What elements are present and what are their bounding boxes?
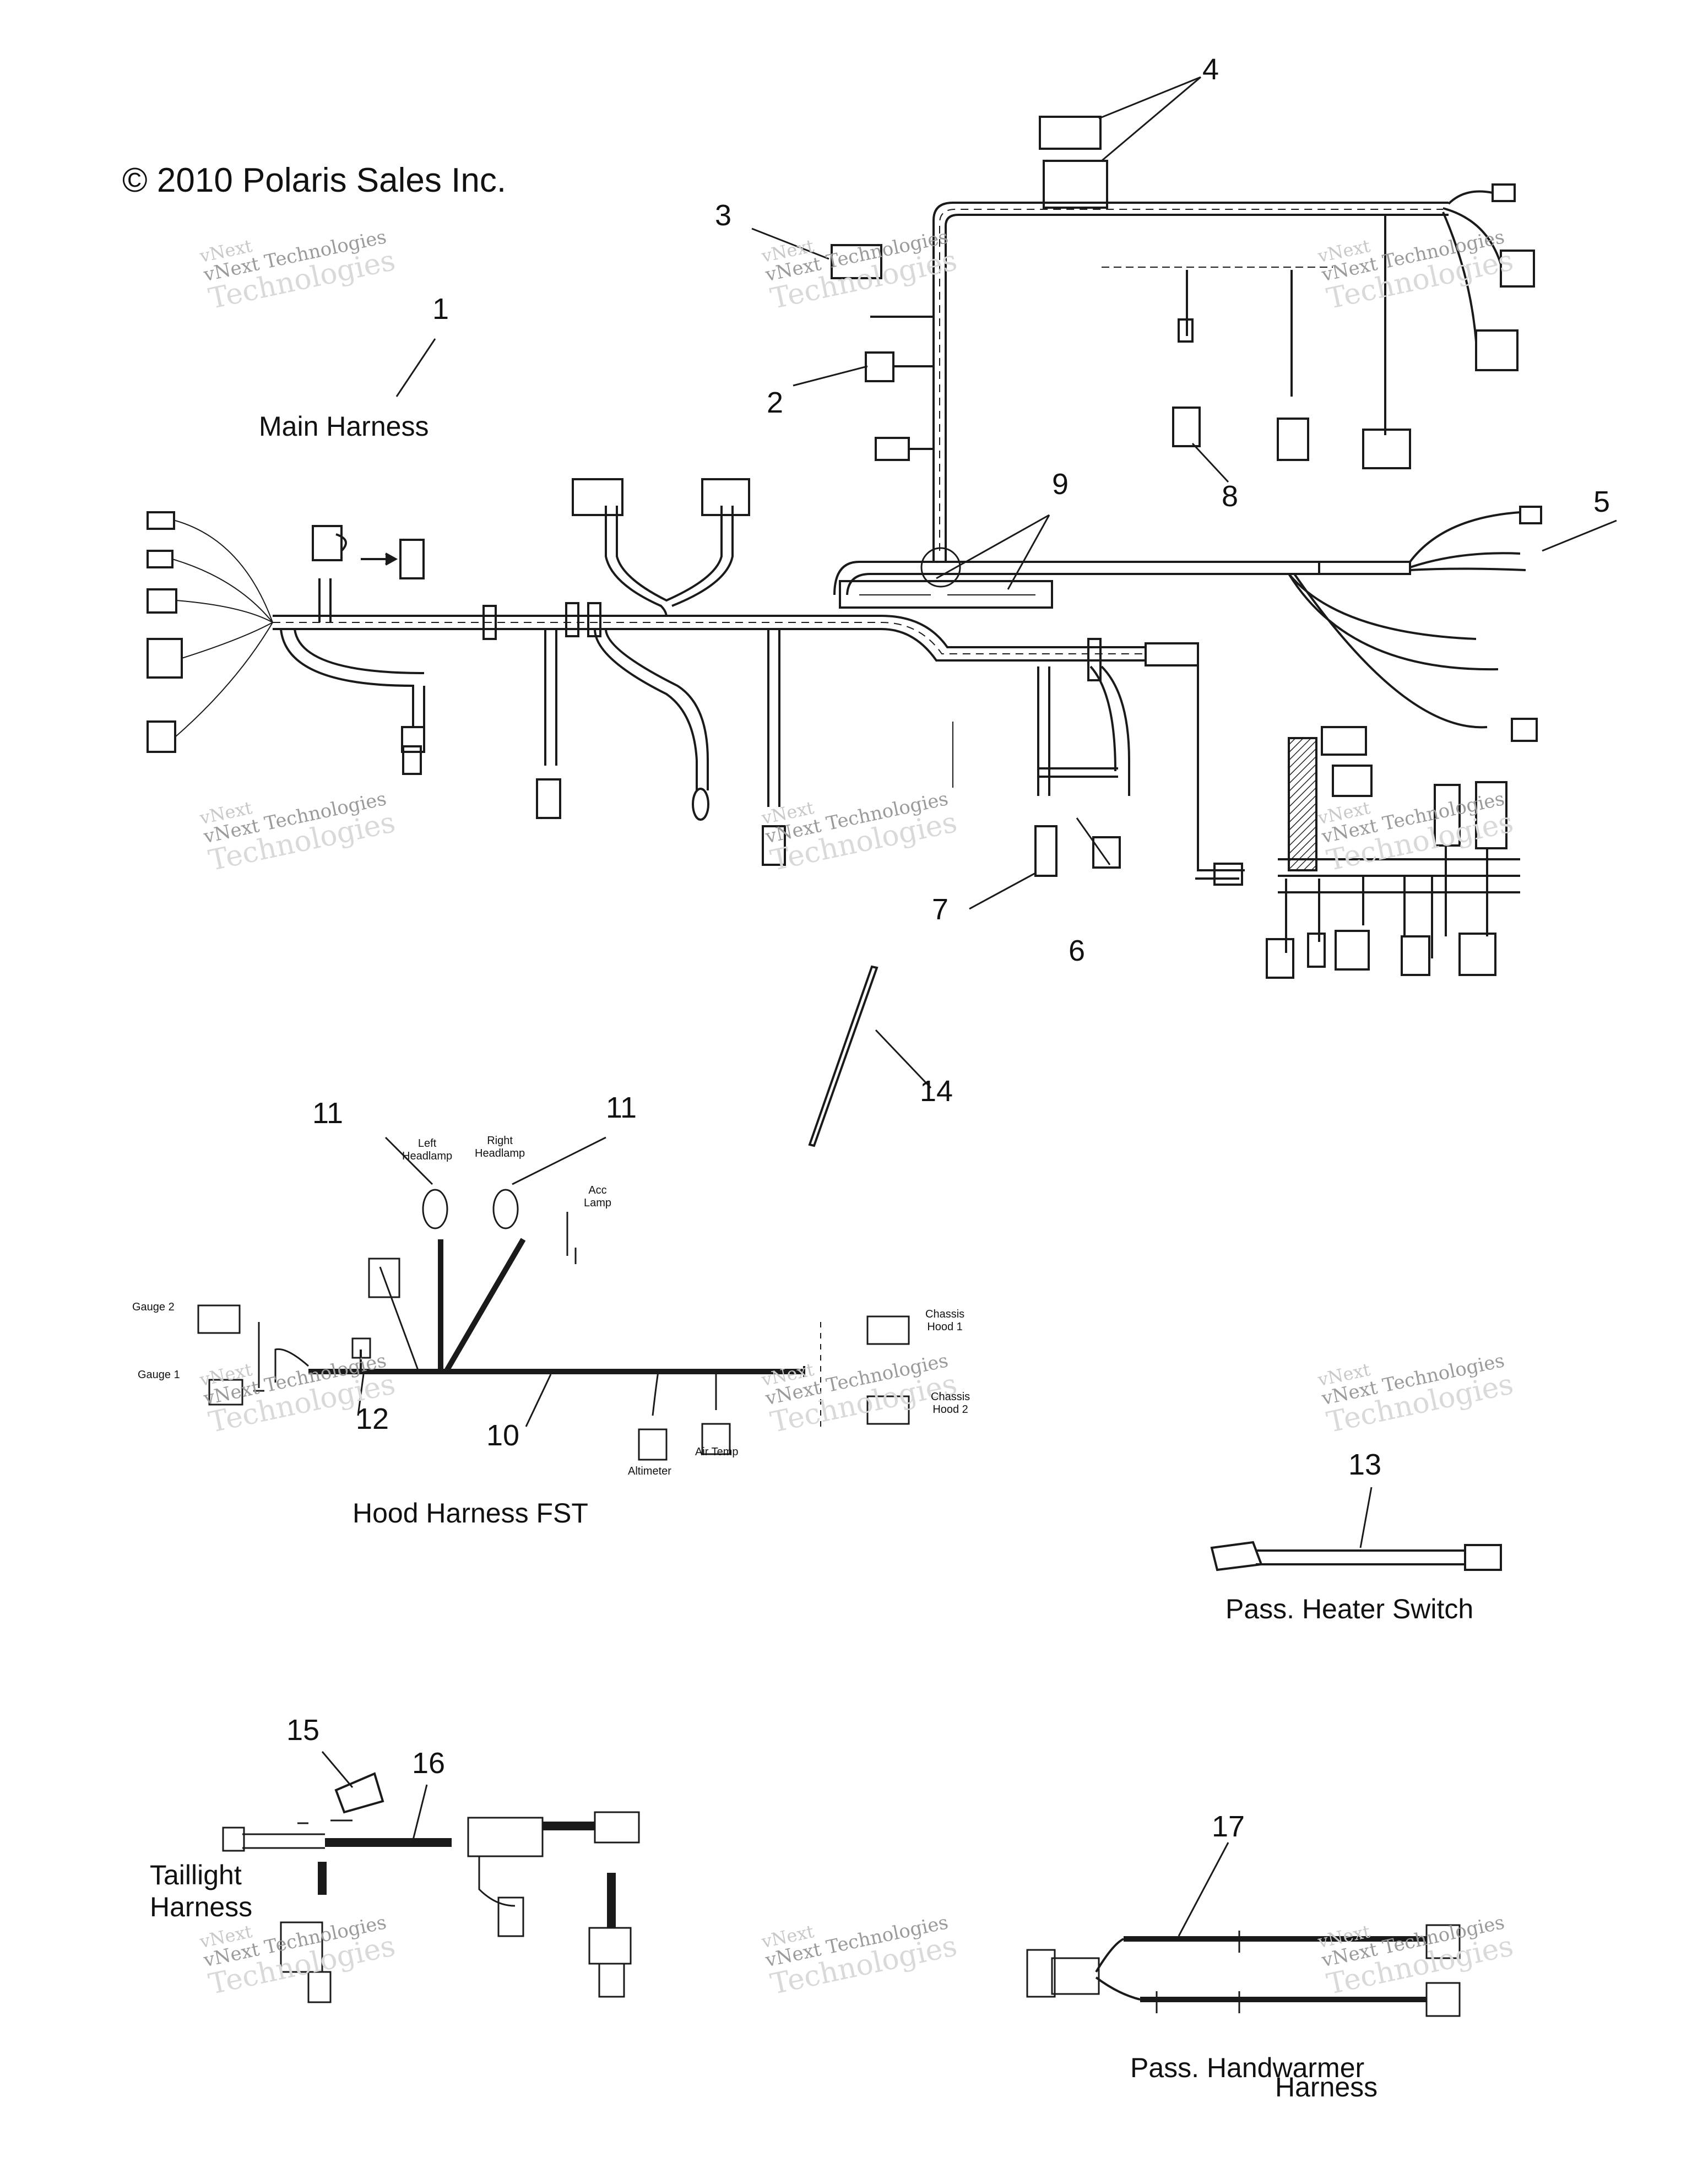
cable-tie (808, 965, 878, 1147)
label-air-temp: Air Temp (695, 1446, 739, 1458)
callout-11-left: 11 (312, 1097, 344, 1130)
callout-4: 4 (1202, 53, 1219, 86)
label-altimeter: Altimeter (628, 1465, 671, 1477)
label-acc-lamp: Acc Lamp (584, 1184, 612, 1209)
caption-handwarmer-line1: Pass. Handwarmer (1130, 2052, 1365, 2083)
callout-6: 6 (1069, 934, 1086, 967)
label-gauge-1: Gauge 1 (138, 1369, 180, 1381)
callout-3: 3 (715, 199, 732, 232)
caption-taillight-line1: Taillight (150, 1860, 242, 1890)
label-chassis-hood-1: Chassis Hood 1 (925, 1308, 965, 1333)
callout-16: 16 (412, 1747, 446, 1780)
callout-1: 1 (432, 292, 449, 326)
callout-10: 10 (486, 1419, 520, 1452)
taillight-harness (222, 1751, 640, 2003)
caption-main-harness: Main Harness (259, 411, 429, 442)
callout-11-right: 11 (606, 1091, 637, 1124)
hood-harness (197, 1136, 910, 1461)
caption-heater-switch: Pass. Heater Switch (1225, 1594, 1474, 1624)
heater-switch-harness (1210, 1487, 1502, 1571)
copyright-text: © 2010 Polaris Sales Inc. (122, 161, 507, 199)
callout-2: 2 (767, 386, 784, 419)
label-left-headlamp: Left Headlamp (402, 1137, 453, 1162)
callout-5: 5 (1593, 485, 1610, 518)
handwarmer-harness (1026, 1842, 1461, 2017)
callout-13: 13 (1348, 1448, 1382, 1481)
main-harness (147, 116, 1542, 979)
callout-14: 14 (920, 1075, 953, 1108)
label-right-headlamp: Right Headlamp (475, 1135, 525, 1159)
caption-handwarmer-line2: Harness (1275, 2072, 1378, 2102)
caption-hood-harness: Hood Harness FST (352, 1498, 588, 1529)
callout-17: 17 (1212, 1810, 1245, 1843)
callout-9: 9 (1052, 468, 1069, 501)
callout-7: 7 (932, 893, 949, 926)
callout-12: 12 (356, 1402, 389, 1435)
callout-15: 15 (286, 1714, 320, 1747)
label-chassis-hood-2: Chassis Hood 2 (931, 1391, 970, 1416)
leader-lines (395, 76, 1617, 1089)
caption-taillight-line2: Harness (150, 1892, 253, 1922)
label-gauge-2: Gauge 2 (132, 1301, 175, 1313)
callout-8: 8 (1222, 480, 1239, 513)
